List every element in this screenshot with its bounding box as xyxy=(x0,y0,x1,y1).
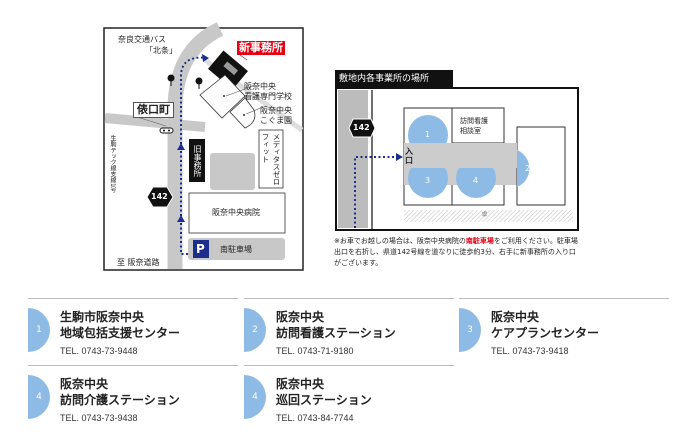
hospital-label: 阪奈中央病院 xyxy=(212,208,260,217)
site-map-graphics xyxy=(335,70,579,231)
kindergarten-label-2: こぐま園 xyxy=(260,116,292,125)
entrance-label: 入口 xyxy=(405,147,413,165)
marker-1-label: 1 xyxy=(425,130,431,139)
office-name-line2: 地域包括支援センター xyxy=(60,326,181,340)
hospital-building xyxy=(188,192,286,234)
office-tel: TEL. 0743-73-9418 xyxy=(491,346,569,356)
office-card: 2 阪奈中央訪問看護ステーション TEL. 0743-71-9180 xyxy=(244,298,454,362)
side-road-label: 生駒テック線支線1号 xyxy=(109,135,116,193)
to-road-label: 至 阪奈道路 xyxy=(117,258,160,267)
route-142-sign xyxy=(146,186,174,208)
kindergarten-label-1: 阪奈中央 xyxy=(260,106,292,115)
area-map-graphics xyxy=(103,22,304,271)
new-office-building xyxy=(208,50,248,90)
office-name: 阪奈中央訪問看護ステーション xyxy=(276,309,396,341)
meditas-label: メディタスゼロフィット xyxy=(261,133,281,186)
office-card: 4 阪奈中央巡回ステーション TEL. 0743-84-7744 xyxy=(244,365,454,429)
fence-label: 塀 xyxy=(482,212,488,218)
office-name: 生駒市阪奈中央地域包括支援センター xyxy=(60,309,180,341)
route-arrow xyxy=(177,215,185,222)
office-name-line2: ケアプランセンター xyxy=(491,326,600,340)
route-arrow xyxy=(396,153,403,161)
walking-route xyxy=(354,156,395,228)
office-name-line1: 阪奈中央 xyxy=(60,377,109,391)
office-card: 1 生駒市阪奈中央地域包括支援センター TEL. 0743-73-9448 xyxy=(28,298,238,362)
route-arrow xyxy=(177,143,185,150)
walking-route xyxy=(180,56,208,255)
bus-line-label: 奈良交通バス xyxy=(118,35,166,44)
marker-2-label: 2 xyxy=(525,164,531,173)
bus-stop-label: 「北条」 xyxy=(145,46,177,55)
office-card: 4 阪奈中央訪問介護ステーション TEL. 0743-73-9438 xyxy=(28,365,238,429)
site-route-142: 142 xyxy=(353,123,370,132)
site-map-title: 敷地内各事業所の場所 xyxy=(339,74,430,84)
office-name-line1: 阪奈中央 xyxy=(276,310,325,324)
office-tel: TEL. 0743-84-7744 xyxy=(276,413,354,423)
office-card: 3 阪奈中央ケアプランセンター TEL. 0743-73-9418 xyxy=(459,298,669,362)
nursing-school-label-1: 阪奈中央 xyxy=(244,82,276,91)
office-tel: TEL. 0743-73-9448 xyxy=(60,346,138,356)
town-label: 俵口町 xyxy=(133,102,174,118)
parking-icon: P xyxy=(196,242,205,256)
office-name-line1: 阪奈中央 xyxy=(491,310,540,324)
office-name: 阪奈中央訪問介護ステーション xyxy=(60,376,180,408)
gray-block xyxy=(210,153,255,190)
route-142-number: 142 xyxy=(151,192,168,201)
marker-2 xyxy=(517,150,530,187)
bus-stop-icon xyxy=(159,127,174,134)
office-number-badge: 4 xyxy=(28,375,50,419)
office-tel: TEL. 0743-71-9180 xyxy=(276,346,354,356)
office-tel: TEL. 0743-73-9438 xyxy=(60,413,138,423)
office-name-line2: 訪問介護ステーション xyxy=(60,393,180,407)
note-prefix: ※お車でお越しの場合は、阪奈中央病院の xyxy=(334,237,466,245)
consult-room-label-2: 相談室 xyxy=(460,127,481,135)
office-name: 阪奈中央ケアプランセンター xyxy=(491,309,599,341)
site-map: 敷地内各事業所の場所 142 入口 訪問看護 相談室 1 2 3 4 塀 ※お車… xyxy=(334,70,582,269)
tree-icon xyxy=(167,74,175,86)
parking-lot xyxy=(188,238,285,260)
office-name-line2: 巡回ステーション xyxy=(276,393,372,407)
new-office-label: 新事務所 xyxy=(237,41,285,55)
office-name-line2: 訪問看護ステーション xyxy=(276,326,396,340)
old-office-label: 旧事務所 xyxy=(189,139,205,182)
office-name-line1: 阪奈中央 xyxy=(276,377,325,391)
office-name-line1: 生駒市阪奈中央 xyxy=(60,310,145,324)
main-road xyxy=(167,22,224,269)
office-number-badge: 4 xyxy=(244,375,266,419)
consult-room-label-1: 訪問看護 xyxy=(460,117,488,125)
fence xyxy=(404,210,573,222)
marker-3-label: 3 xyxy=(425,176,431,185)
office-number-badge: 2 xyxy=(244,308,266,352)
road-strip xyxy=(338,90,368,228)
route-arrow xyxy=(202,54,209,62)
nursing-school-label-2: 看護専門学校 xyxy=(244,92,292,101)
office-number-badge: 3 xyxy=(459,308,481,352)
office-name: 阪奈中央巡回ステーション xyxy=(276,376,372,408)
office-number-badge: 1 xyxy=(28,308,50,352)
marker-4-label: 4 xyxy=(473,176,479,185)
note-suffix: をご利用ください。駐車場出口を右折し、県道142号線を道なりに徒歩約3分、右手に… xyxy=(334,237,578,267)
parking-note: ※お車でお越しの場合は、阪奈中央病院の南駐車場をご利用ください。駐車場出口を右折… xyxy=(334,236,582,269)
meditas-building xyxy=(258,129,284,189)
kindergarten-building xyxy=(229,97,256,129)
tree-icon xyxy=(195,77,203,89)
route-142-sign xyxy=(348,118,376,138)
nursing-school-building xyxy=(199,74,246,119)
note-highlight: 南駐車場 xyxy=(465,237,494,245)
parking-label: 南駐車場 xyxy=(220,245,252,254)
area-map: 新事務所 奈良交通バス 「北条」 阪奈中央 看護専門学校 阪奈中央 こぐま園 俵… xyxy=(0,0,320,280)
